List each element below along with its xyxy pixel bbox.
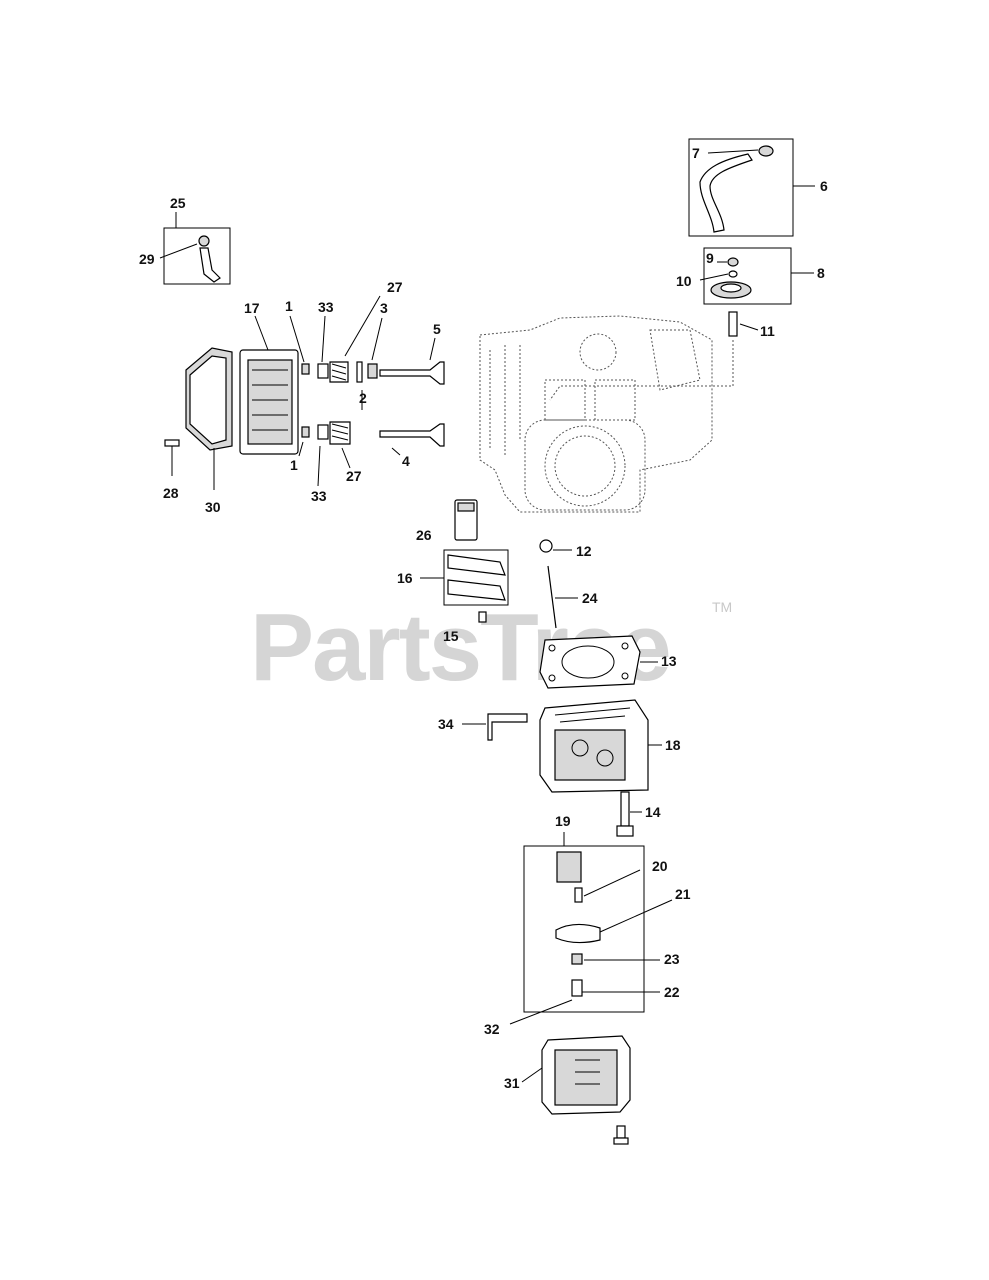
watermark-trademark: TM: [712, 599, 732, 615]
rocker-arm-assembly: [420, 549, 509, 623]
callout-labels: 25 29 17 1 33 27 3 5 2 4 1 27 33 28 30 7…: [139, 145, 828, 1091]
callout-21: 21: [675, 886, 691, 902]
callout-4: 4: [402, 453, 410, 469]
callout-20: 20: [652, 858, 668, 874]
callout-30: 30: [205, 499, 221, 515]
callout-26: 26: [416, 527, 432, 543]
callout-13: 13: [661, 653, 677, 669]
valve-cover: [521, 1035, 631, 1145]
head-gasket: [539, 635, 658, 689]
rocker-block: [454, 499, 478, 541]
callout-25: 25: [170, 195, 186, 211]
callout-5: 5: [433, 321, 441, 337]
callout-22: 22: [664, 984, 680, 1000]
callout-33-bottom: 33: [311, 488, 327, 504]
stud-part: [549, 311, 759, 401]
rocker-kit-assembly: [509, 832, 673, 1025]
callout-33-top: 33: [318, 299, 334, 315]
callout-27-top: 27: [387, 279, 403, 295]
callout-28: 28: [163, 485, 179, 501]
callout-23: 23: [664, 951, 680, 967]
callout-17: 17: [244, 300, 260, 316]
callout-8: 8: [817, 265, 825, 281]
callout-1-bottom: 1: [290, 457, 298, 473]
cylinder-head: [539, 699, 662, 793]
callout-3: 3: [380, 300, 388, 316]
callout-11: 11: [760, 323, 775, 339]
callout-12: 12: [576, 543, 592, 559]
callout-16: 16: [397, 570, 413, 586]
callout-19: 19: [555, 813, 571, 829]
breather-hose-assembly: [688, 138, 815, 237]
valve-train-parts: [289, 295, 445, 487]
breather-cover-assembly: [164, 315, 299, 490]
callout-9: 9: [706, 250, 714, 266]
callout-7: 7: [692, 145, 700, 161]
callout-31: 31: [504, 1075, 520, 1091]
callout-10: 10: [676, 273, 692, 289]
callout-15: 15: [443, 628, 459, 644]
valve-cover-seal-assembly: [699, 247, 814, 305]
push-rod-parts: [539, 539, 578, 629]
bracket-part: [462, 713, 528, 741]
callout-18: 18: [665, 737, 681, 753]
breather-tube-assembly: [159, 212, 231, 285]
callout-27-bottom: 27: [346, 468, 362, 484]
head-bolt: [616, 791, 642, 837]
callout-34: 34: [438, 716, 454, 732]
callout-14: 14: [645, 804, 661, 820]
callout-32: 32: [484, 1021, 500, 1037]
engine-block-outline: [479, 315, 713, 513]
callout-2: 2: [359, 390, 367, 406]
callout-24: 24: [582, 590, 598, 606]
callout-1-top: 1: [285, 298, 293, 314]
callout-29: 29: [139, 251, 155, 267]
callout-6: 6: [820, 178, 828, 194]
